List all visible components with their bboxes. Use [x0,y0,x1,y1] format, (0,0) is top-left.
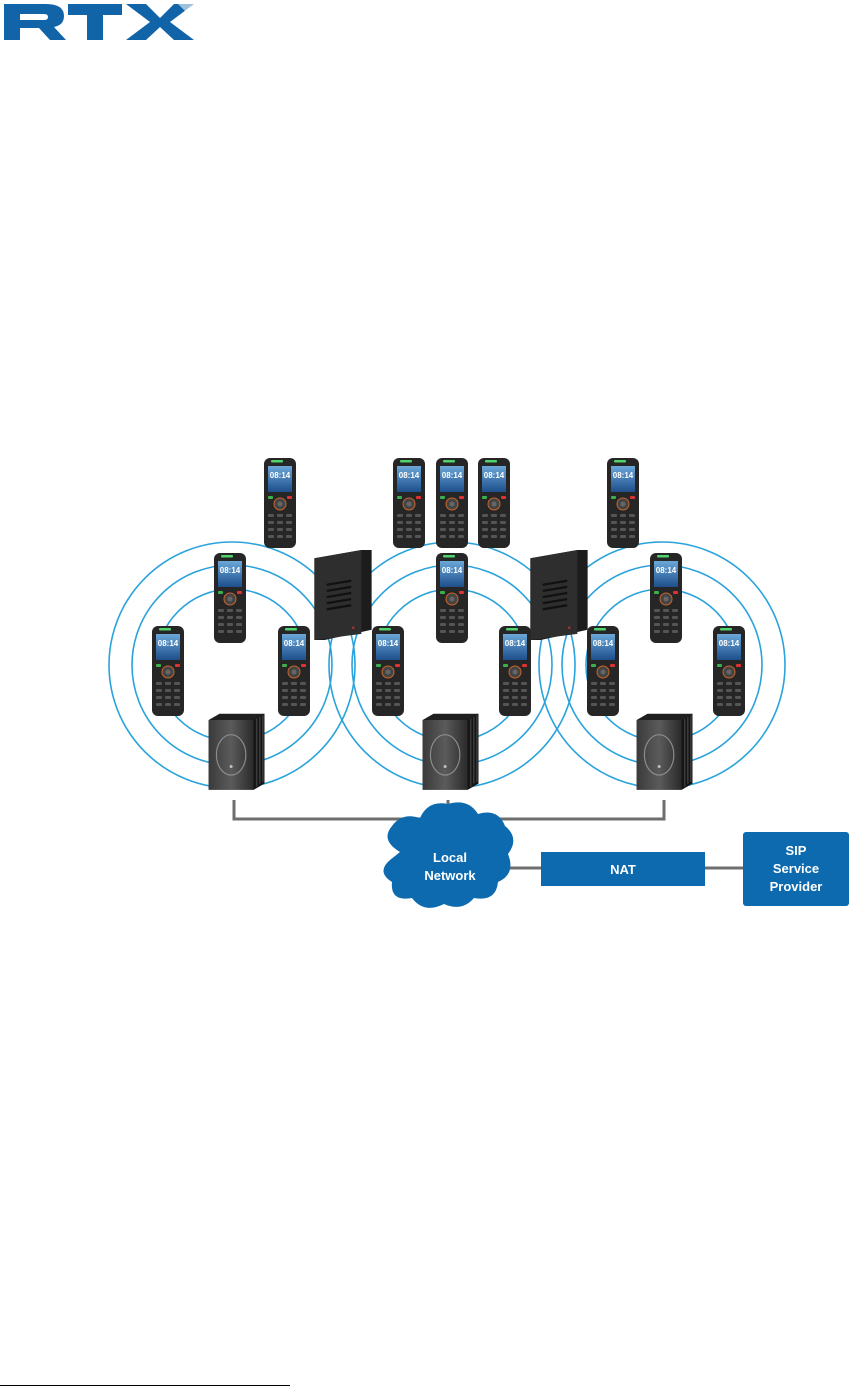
handset-icon [278,626,310,716]
handset-icon [372,626,404,716]
handset-icon [607,458,639,548]
nat-box: NAT [541,852,705,886]
handset-icon [713,626,745,716]
sip-label-line-2: Service [773,861,819,876]
sip-label-line-3: Provider [770,879,823,894]
handset-icon [152,626,184,716]
sip-service-provider-box: SIP Service Provider [743,832,849,906]
base-station-icon [423,714,479,790]
base-station-icon [209,714,265,790]
handset-icon [436,458,468,548]
handset-icon [587,626,619,716]
cloud-label-line-2: Network [424,868,476,883]
base-station-icon [637,714,693,790]
handset-icon [393,458,425,548]
footnote-separator [0,1385,290,1386]
handset-icon [214,553,246,643]
handset-icon [478,458,510,548]
handset-icon [264,458,296,548]
repeater-icon [530,550,587,640]
repeater-icon [314,550,371,640]
handset-icon [499,626,531,716]
handset-icon [650,553,682,643]
nat-label: NAT [610,862,636,877]
sip-label-line-1: SIP [786,843,807,858]
handset-icon [436,553,468,643]
cloud-label-line-1: Local [433,850,467,865]
local-network-cloud: Local Network [383,802,513,907]
